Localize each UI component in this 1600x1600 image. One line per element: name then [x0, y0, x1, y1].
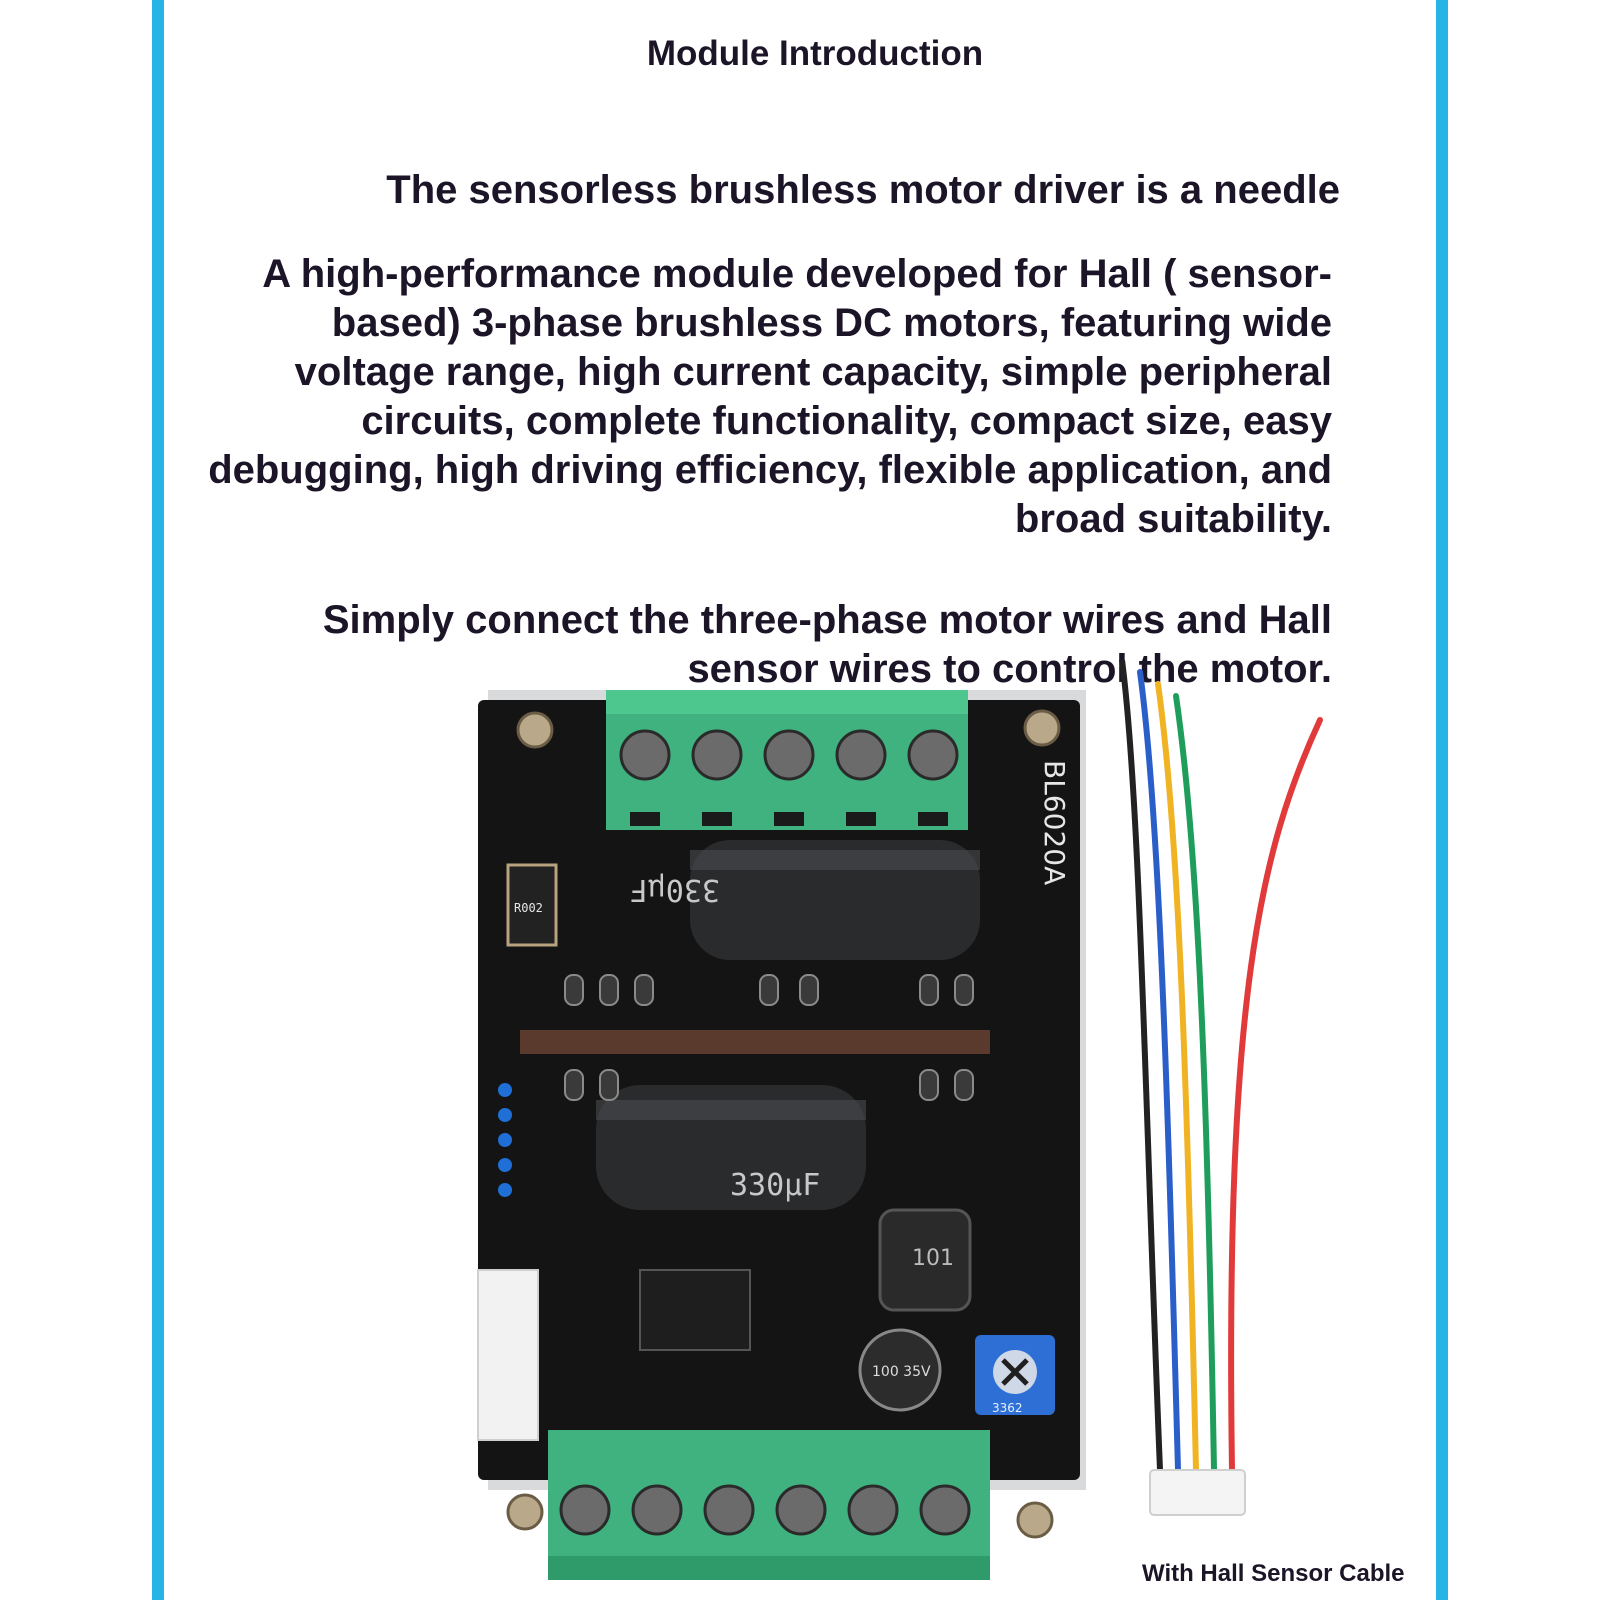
shunt-resistor: R002	[506, 863, 558, 947]
lower-capacitor-label: 330µF	[730, 1168, 820, 1203]
connect-paragraph: Simply connect the three-phase motor wir…	[322, 598, 1332, 691]
inductor: 101	[878, 1208, 972, 1312]
small-capacitor-label: 100 35V	[872, 1364, 931, 1380]
lead-text: The sensorless brushless motor driver is…	[386, 168, 1340, 212]
heatsink-bar	[520, 1030, 990, 1054]
potentiometer: 3362	[975, 1335, 1055, 1415]
page-title: Module Introduction	[646, 34, 984, 73]
inductor-label: 101	[912, 1246, 954, 1271]
product-photo: 330µF 330µF R002 BL6020A 101 100 3	[477, 660, 1323, 1580]
hall-sensor-cable	[1119, 660, 1323, 1473]
driver-ic	[639, 1269, 751, 1351]
potentiometer-label: 3362	[992, 1401, 1023, 1415]
lower-capacitor: 330µF	[596, 1085, 866, 1210]
right-frame-border	[1436, 0, 1448, 1600]
mosfets	[564, 974, 974, 1101]
upper-capacitor: 330µF	[630, 840, 980, 960]
upper-capacitor-label: 330µF	[630, 872, 720, 907]
bottom-terminal-block	[548, 1430, 990, 1580]
model-marking: BL6020A	[1038, 760, 1071, 885]
hall-connector	[477, 1269, 539, 1441]
mounting-screws	[506, 709, 1061, 1539]
status-leds	[498, 1083, 512, 1197]
cable-plug	[1149, 1469, 1246, 1516]
resistor-label: R002	[514, 901, 543, 915]
small-capacitor: 100 35V	[858, 1328, 942, 1412]
top-terminal-block	[606, 690, 968, 830]
left-frame-border	[152, 0, 164, 1600]
intro-paragraph: A high-performance module developed for …	[208, 252, 1332, 541]
cable-caption: With Hall Sensor Cable	[1142, 1560, 1405, 1587]
